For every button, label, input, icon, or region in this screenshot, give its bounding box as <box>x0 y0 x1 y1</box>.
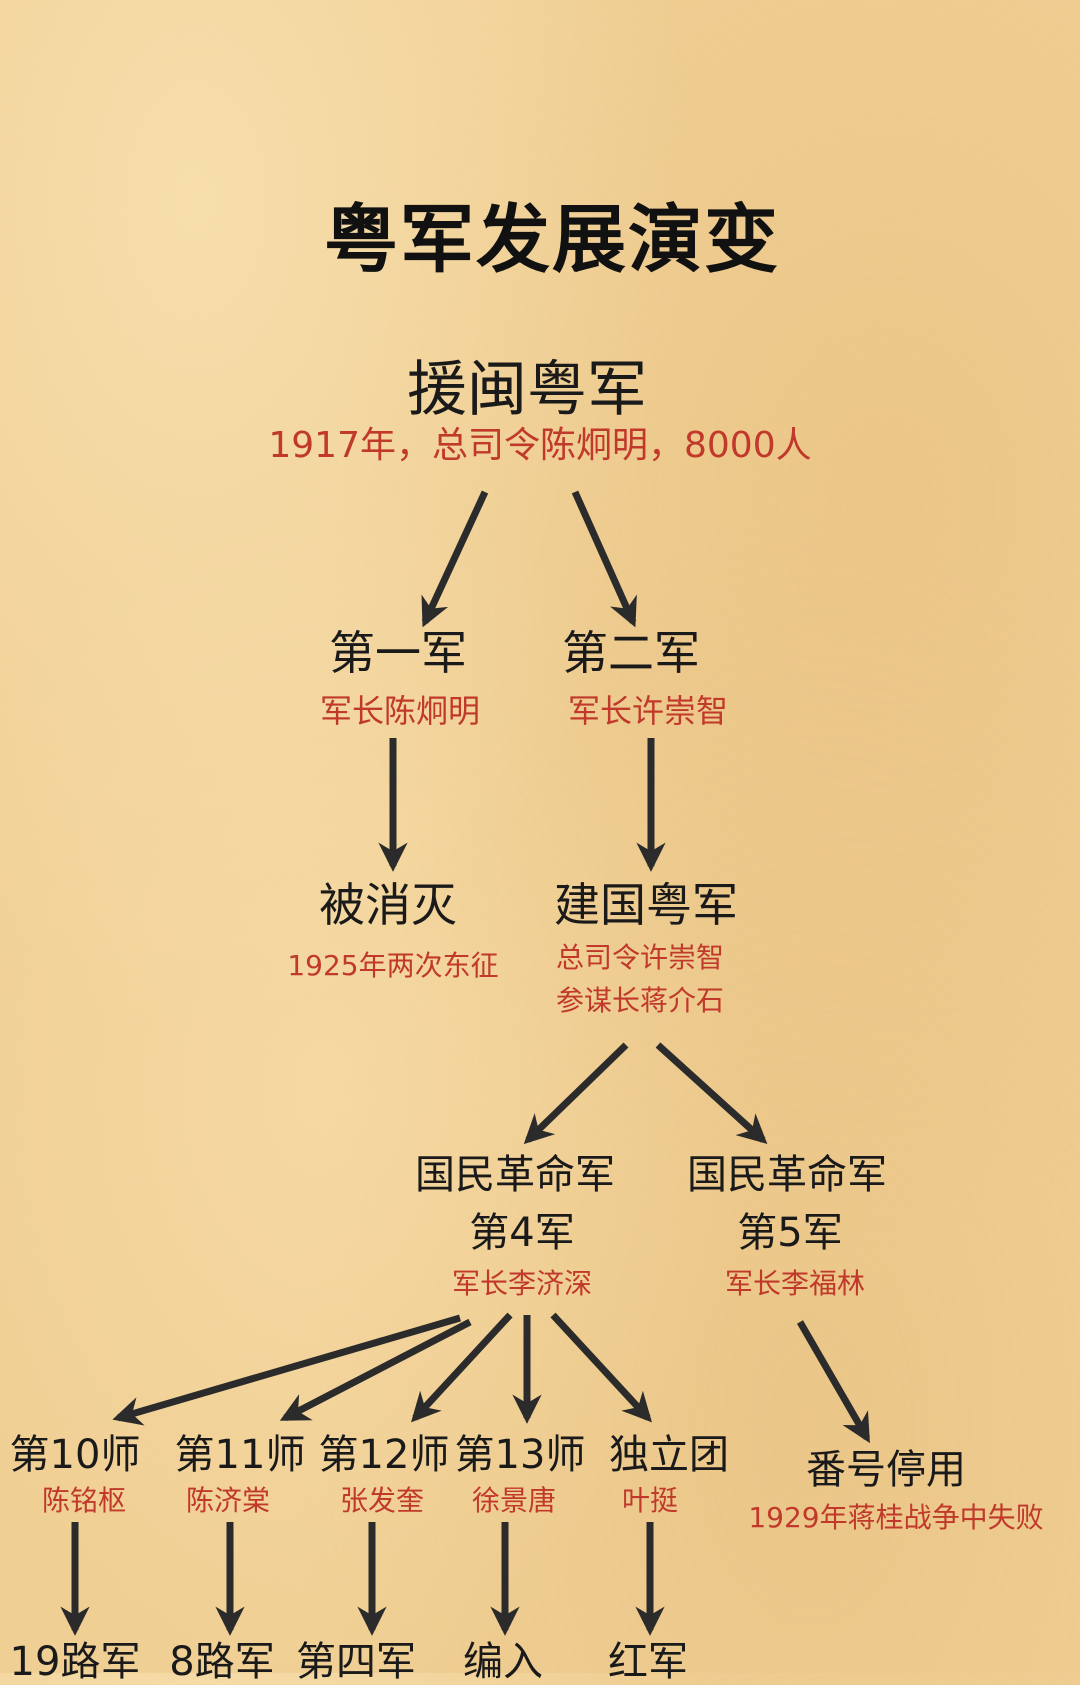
node-discontinued-note: 1929年蒋桂战争中失败 <box>748 1501 1044 1534</box>
node-destroyed-note: 1925年两次东征 <box>287 949 499 982</box>
node-jianguo-note-commander: 总司令许崇智 <box>555 941 725 974</box>
node-nra-4th-army-line1: 国民革命军 <box>415 1152 615 1198</box>
node-nra-4th-army-line2: 第4军 <box>469 1210 575 1256</box>
node-division-12: 第12师 <box>318 1432 450 1478</box>
node-first-army: 第一军 <box>329 626 467 680</box>
arrow-root-to-army1 <box>421 490 489 628</box>
node-nra-5th-army-note: 军长李福林 <box>724 1267 866 1300</box>
node-division-10-note: 陈铭枢 <box>41 1484 127 1517</box>
arrow-jianguo-to-nra5 <box>655 1042 768 1144</box>
node-first-army-note: 军长陈炯明 <box>319 692 481 730</box>
node-independent-regiment-result: 红军 <box>608 1639 688 1685</box>
node-division-13: 第13师 <box>454 1432 586 1478</box>
arrow-nra4-to-div11 <box>279 1318 472 1422</box>
page-title: 粤军发展演变 <box>324 197 780 283</box>
node-nra-5th-army-line1: 国民革命军 <box>687 1152 887 1198</box>
node-independent-regiment-note: 叶挺 <box>621 1484 679 1517</box>
node-division-11-result: 8路军 <box>169 1639 275 1685</box>
node-discontinued: 番号停用 <box>806 1447 966 1493</box>
arrow-nra5-to-discontinued <box>796 1320 871 1444</box>
node-nra-4th-army-note: 军长李济深 <box>451 1267 593 1300</box>
arrow-root-to-army2 <box>571 490 637 628</box>
node-nra-5th-army-line2: 第5军 <box>737 1210 843 1256</box>
node-division-11: 第11师 <box>174 1432 306 1478</box>
node-yuanmin-army-note: 1917年，总司令陈炯明，8000人 <box>268 425 812 466</box>
arrow-jianguo-to-nra4 <box>523 1042 629 1145</box>
node-division-13-result: 编入 <box>463 1639 543 1685</box>
arrow-nra4-to-div12 <box>411 1312 513 1423</box>
node-second-army: 第二军 <box>562 626 700 680</box>
node-division-12-note: 张发奎 <box>339 1484 425 1517</box>
arrow-nra4-to-div10 <box>112 1314 461 1426</box>
node-division-13-note: 徐景唐 <box>471 1484 557 1517</box>
node-yuanmin-army: 援闽粤军 <box>407 355 647 425</box>
node-destroyed: 被消灭 <box>319 878 457 932</box>
node-division-11-note: 陈济棠 <box>185 1484 271 1517</box>
node-division-12-result: 第四军 <box>296 1639 416 1685</box>
node-jianguo-army: 建国粤军 <box>554 878 738 932</box>
node-independent-regiment: 独立团 <box>609 1432 729 1478</box>
node-division-10: 第10师 <box>9 1432 141 1478</box>
node-division-10-result: 19路军 <box>9 1639 141 1685</box>
node-second-army-note: 军长许崇智 <box>567 692 729 730</box>
node-jianguo-note-chief-of-staff: 参谋长蒋介石 <box>555 984 725 1017</box>
arrow-nra4-to-independent <box>550 1312 652 1423</box>
